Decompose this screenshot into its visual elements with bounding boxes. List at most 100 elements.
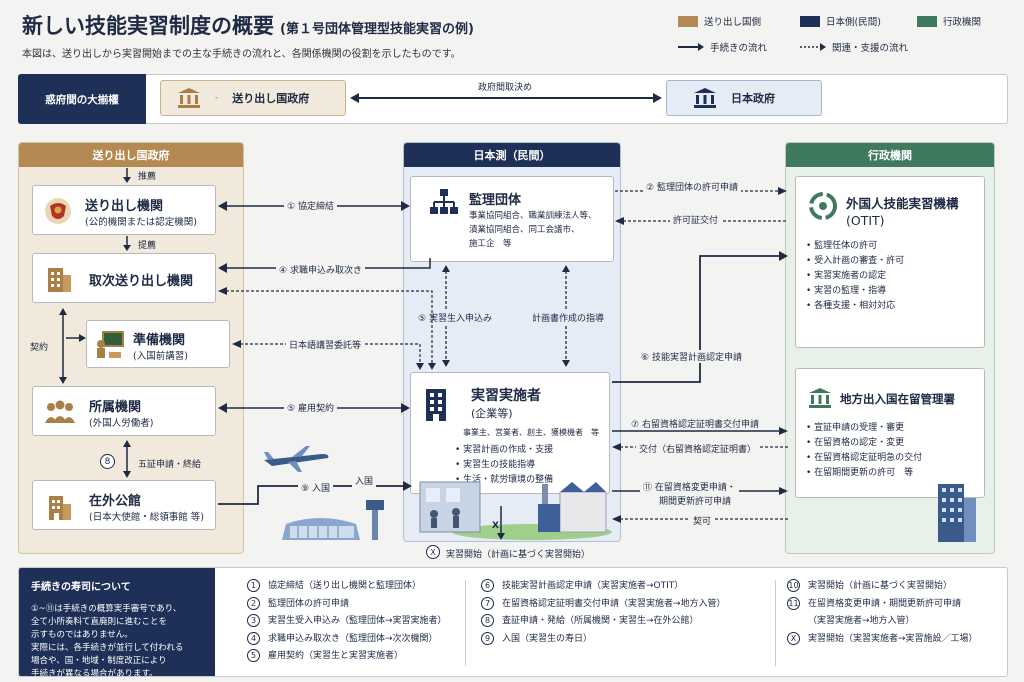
list-item: 実習計画の作成・支援 — [455, 443, 553, 458]
footer-note-line: 全て小所奏料て直廃則に進むことを — [31, 617, 168, 627]
kanri-desc-3: 施工企 等 — [469, 239, 512, 249]
legend-sending: 送り出し国側 — [678, 14, 761, 28]
footer-note-line: 手続きが異なる場合があります。 — [31, 669, 158, 677]
footer-divider — [465, 580, 466, 666]
sending-gov-label: 送り出し国政府 — [232, 92, 310, 105]
title-subtitle: (第１号団体管理型技能実習の例) — [280, 22, 474, 37]
jisshi-name: 実習実施者 — [471, 388, 541, 404]
workshop-illustration — [419, 481, 612, 540]
embassy-building-icon — [49, 496, 71, 520]
footer-panel: 手続きの寿司について ①~⑪は手続きの概算実手審号であり、 全て小所奏料て直廃則… — [18, 567, 1008, 677]
toritsugi-name: 取次送り出し機関 — [89, 274, 194, 289]
step-11-label-2: 期間更新許可申請 — [656, 494, 735, 507]
visa-flow-arrow — [123, 440, 131, 478]
sending-country-header: 送り出し国政府 — [19, 143, 243, 167]
toritsugi-jisshi-dashed — [218, 287, 436, 370]
kanri-desc-1: 事業協同組合、職業訓練法人等、 — [469, 211, 597, 221]
list-item: 受入計画の審査・許可 — [806, 254, 904, 269]
otit-name: 外国人技能実習機構 — [846, 196, 959, 211]
teacher-board-icon — [97, 331, 124, 358]
step-6-label: ⑥ 技能実習計画認定申請 — [638, 350, 745, 363]
jisshi-duty-list: 実習計画の作成・支援 実習生の技能指導 生活・就労環境の整備 — [455, 443, 553, 488]
visa-label: 五証申請・終給 — [138, 460, 202, 470]
kanri-name: 監理団体 — [469, 193, 522, 208]
japanese-training-label: 日本語講習委託等 — [286, 338, 365, 351]
title-text: 新しい技能実習制度の概要 — [22, 14, 274, 38]
step-5b-label: 計画書作成の指導 — [532, 311, 605, 324]
shozoku-box: 所属機関 (外国人労働者) — [32, 386, 216, 436]
office-tower-illustration — [938, 484, 976, 542]
otit-logo-icon — [809, 192, 837, 220]
junbi-sub: (入国前講習) — [133, 351, 188, 362]
government-building-icon — [178, 88, 200, 108]
legend-flow: 手続きの流れ — [678, 40, 767, 54]
okuridashi-sub: (公的機関または認定機関) — [85, 217, 197, 228]
immigration-name: 地方出入国在留管理署 — [840, 392, 955, 406]
step-2-label: ② 監理団体の許可申請 — [643, 180, 741, 193]
list-item: 実習の監理・指導 — [806, 284, 904, 299]
japan-private-header: 日本測（民間） — [404, 143, 620, 167]
people-group-icon — [45, 400, 75, 423]
list-item: 在留期間更新の許可 等 — [806, 466, 922, 481]
shozoku-sub: (外国人労働者) — [89, 418, 154, 429]
zaigai-box: 在外公館 (日本大使館・総領事館 等) — [32, 480, 216, 530]
flow-arrow-down — [123, 236, 131, 251]
step-x-badge: X — [426, 545, 440, 559]
zaigai-name: 在外公館 — [89, 494, 142, 509]
start-label: 実習開始（計画に基づく実習開始） — [446, 550, 591, 560]
japan-gov-label: 日本政府 — [731, 92, 775, 105]
gov-band-label: 惑府間の大揃權 — [18, 74, 146, 124]
x-mark: X — [492, 521, 499, 531]
page-description: 本図は、送り出しから実習開始までの主な手続きの流れと、各関係機関の役割を示したも… — [22, 49, 461, 60]
suisen-label: 推薦 — [138, 172, 157, 182]
list-item: 在留資格認定証明急の交付 — [806, 451, 922, 466]
list-item: 宣証申請の受理・審更 — [806, 421, 922, 436]
list-item: 生活・就労環境の整備 — [455, 473, 553, 488]
japan-gov-box: 日本政府 — [666, 80, 822, 116]
step-7-arrow — [612, 427, 788, 435]
immigration-box: 地方出入国在留管理署 宣証申請の受理・審更 在留資格の認定・変更 在留資格認定証… — [795, 368, 985, 498]
toritsugi-box: 取次送り出し機関 — [32, 253, 216, 303]
list-item: 各種支援・相対対応 — [806, 299, 904, 314]
admin-header: 行政機関 — [786, 143, 994, 167]
permit-return-label: 契可 — [690, 514, 715, 527]
list-item: 実習実施者の認定 — [806, 269, 904, 284]
immigration-duty-list: 宣証申請の受理・審更 在留資格の認定・変更 在留資格認定証明急の交付 在留期間更… — [806, 421, 922, 481]
entry-label: 入国 — [352, 474, 377, 487]
okuridashi-box: 送り出し機関 (公的機関または認定機関) — [32, 185, 216, 235]
step-7-label: ⑦ 右留資格認定証明書交付申請 — [628, 417, 762, 430]
emblem-icon — [45, 198, 71, 224]
step-8-badge: 8 — [100, 454, 115, 469]
step-11-label-1: ⑪ 在留資格変更申請・ — [640, 480, 739, 493]
permit-issue-label: 許可証交付 — [670, 213, 722, 226]
otit-box: 外国人技能実習機構 (OTIT) 監理任体の許可 受入計画の審査・許可 実習実施… — [795, 176, 985, 348]
company-building-icon — [426, 389, 446, 421]
government-building-icon — [694, 88, 716, 108]
legend-japan: 日本側(民間) — [800, 14, 881, 28]
footer-note-line: 実際には、各手続きが並行して付われる — [31, 643, 184, 653]
shozoku-name: 所属機関 — [89, 400, 142, 415]
zaigai-sub: (日本大使館・総領事館 等) — [89, 512, 204, 523]
footer-divider — [775, 580, 776, 666]
otit-duty-list: 監理任体の許可 受入計画の審査・許可 実習実施者の認定 実習の監理・指導 各種支… — [806, 239, 904, 314]
step-4-label: ④ 求職申込み取次き — [276, 263, 365, 276]
airplane-icon — [264, 446, 329, 472]
flow-arrow-down — [123, 168, 131, 183]
page-title: 新しい技能実習制度の概要 (第１号団体管理型技能実習の例) — [22, 10, 474, 40]
footer-heading: 手続きの寿司について — [31, 582, 131, 593]
list-item: 監理任体の許可 — [806, 239, 904, 254]
permit-return-arrow — [612, 515, 788, 523]
jisshi-sub: (企業等) — [471, 407, 513, 420]
list-item: （実習実施者→地方入管） — [808, 616, 915, 626]
